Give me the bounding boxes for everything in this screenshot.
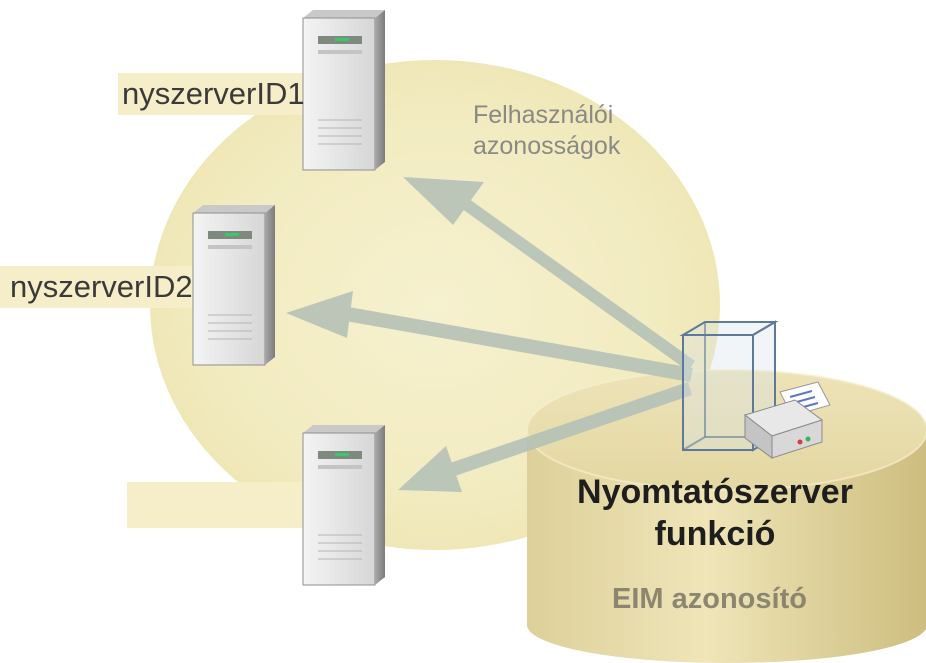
server-1-icon xyxy=(302,10,385,171)
user-identities-label-line2: azonosságok xyxy=(473,132,621,160)
function-label-line2: funkció xyxy=(654,515,776,553)
mapping-arrows xyxy=(286,177,695,492)
server-1-id-label: nyszerverID1 xyxy=(122,76,305,111)
eim-identifier-label: EIM azonosító xyxy=(612,583,807,615)
arrow-to-server-3 xyxy=(398,382,692,492)
server-2-icon xyxy=(192,205,275,366)
server-2-id-label: nyszerverID2 xyxy=(10,269,193,304)
arrow-to-server-1 xyxy=(403,177,695,371)
arrow-to-server-2 xyxy=(286,291,693,382)
user-identities-label: Felhasználói azonosságok xyxy=(473,100,620,162)
function-label-line1: Nyomtatószerver xyxy=(577,473,853,511)
function-box-icon xyxy=(679,320,779,452)
server-3-icon xyxy=(302,425,385,586)
user-identities-label-line1: Felhasználói xyxy=(473,101,614,129)
printer-icon xyxy=(743,381,831,459)
printer-server-function-label: Nyomtatószerver funkció xyxy=(535,471,895,555)
